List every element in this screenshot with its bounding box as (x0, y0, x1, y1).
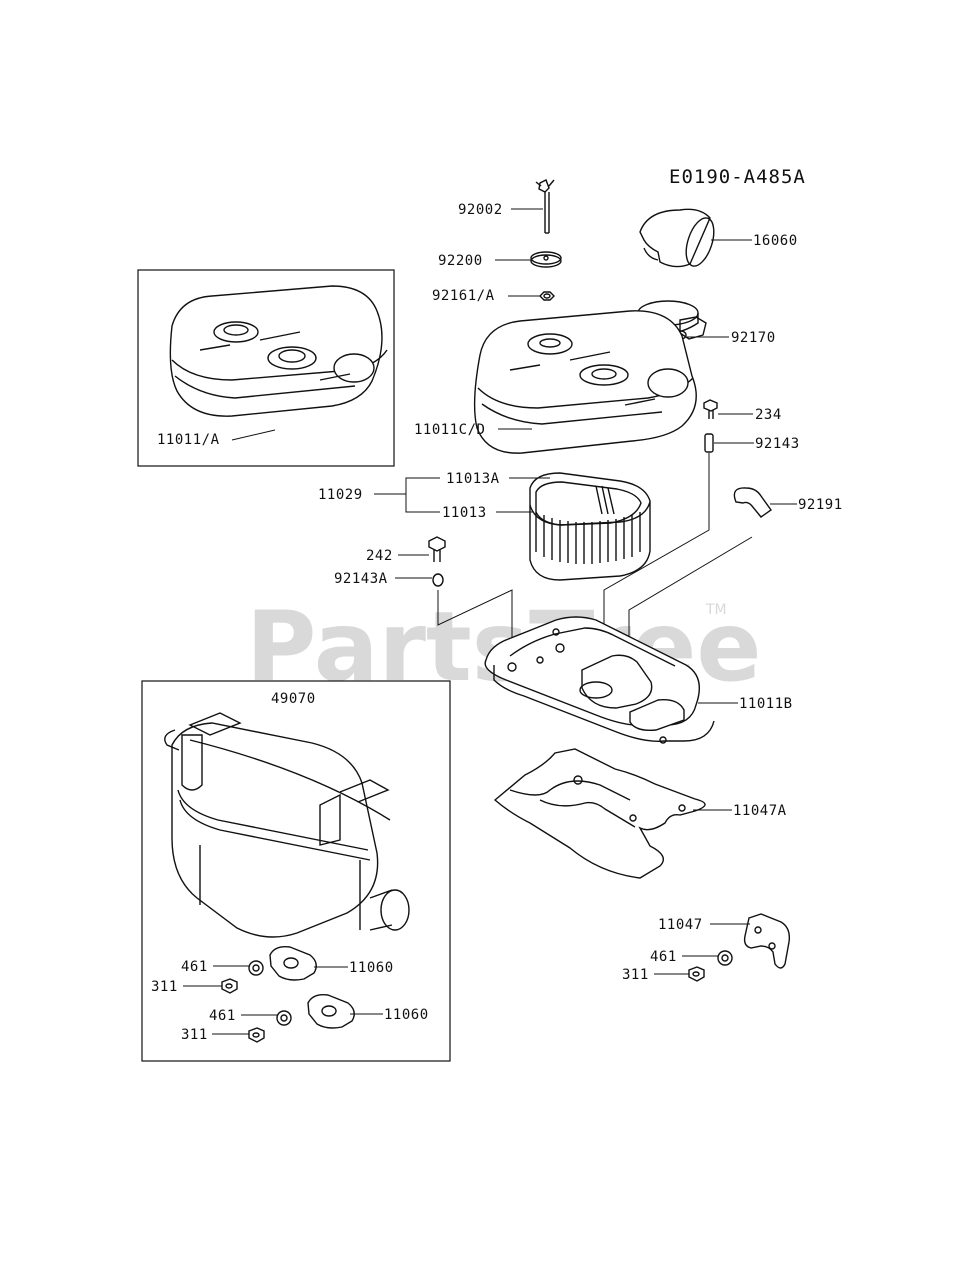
label-11011B: 11011B (739, 696, 793, 712)
label-92002: 92002 (458, 202, 503, 218)
label-461-lower: 461 (209, 1008, 236, 1024)
inset-box-cover-alt (137, 269, 395, 467)
label-461-upper: 461 (181, 959, 208, 975)
label-11047: 11047 (658, 917, 703, 933)
label-242: 242 (366, 548, 393, 564)
part-11047A-plate[interactable] (493, 748, 706, 879)
part-11011CD-cover[interactable] (473, 310, 697, 454)
part-11011B-base[interactable] (484, 616, 715, 744)
part-16060-elbow[interactable] (639, 208, 719, 269)
watermark-tm: TM (705, 602, 727, 618)
label-49070: 49070 (271, 691, 316, 707)
label-11011CD: 11011C/D (414, 422, 485, 438)
label-92200: 92200 (438, 253, 483, 269)
label-92170: 92170 (731, 330, 776, 346)
part-92161A-nut[interactable] (539, 291, 555, 301)
diagram-code: E0190-A485A (669, 166, 806, 188)
label-311-lower: 311 (181, 1027, 208, 1043)
label-92143: 92143 (755, 436, 800, 452)
label-461-right: 461 (650, 949, 677, 965)
label-11060-upper: 11060 (349, 960, 394, 976)
part-242-bolt[interactable] (428, 536, 446, 562)
label-11060-lower: 11060 (384, 1007, 429, 1023)
label-92143A: 92143A (334, 571, 388, 587)
part-11047-bracket[interactable] (743, 913, 791, 969)
part-11011A-cover[interactable] (169, 285, 388, 417)
part-461-washer-right[interactable] (717, 950, 733, 966)
part-11013-air-filter[interactable] (529, 472, 651, 581)
part-11060-gasket-lower[interactable] (307, 993, 355, 1029)
inset-box-muffler (141, 680, 451, 1062)
part-92191-hose[interactable] (733, 487, 772, 518)
part-92143A-pipe[interactable] (432, 573, 444, 587)
part-234-bolt[interactable] (703, 399, 718, 419)
label-92191: 92191 (798, 497, 843, 513)
part-92143-pipe[interactable] (704, 433, 714, 453)
label-11013A: 11013A (446, 471, 500, 487)
label-234: 234 (755, 407, 782, 423)
part-311-nut-upper[interactable] (221, 978, 238, 994)
label-92161A: 92161/A (432, 288, 495, 304)
part-311-nut-lower[interactable] (248, 1027, 265, 1043)
part-461-washer-upper[interactable] (248, 960, 264, 976)
label-311-upper: 311 (151, 979, 178, 995)
part-461-washer-lower[interactable] (276, 1010, 292, 1026)
part-49070-muffler[interactable] (164, 712, 410, 938)
part-311-nut-right[interactable] (688, 966, 705, 982)
part-92002-stud[interactable] (535, 179, 555, 234)
part-92200-washer[interactable] (530, 251, 562, 268)
label-11029: 11029 (318, 487, 363, 503)
part-11060-gasket-upper[interactable] (269, 945, 317, 981)
label-11011A: 11011/A (157, 432, 220, 448)
label-11013: 11013 (442, 505, 487, 521)
label-16060: 16060 (753, 233, 798, 249)
label-311-right: 311 (622, 967, 649, 983)
label-11047A: 11047A (733, 803, 787, 819)
